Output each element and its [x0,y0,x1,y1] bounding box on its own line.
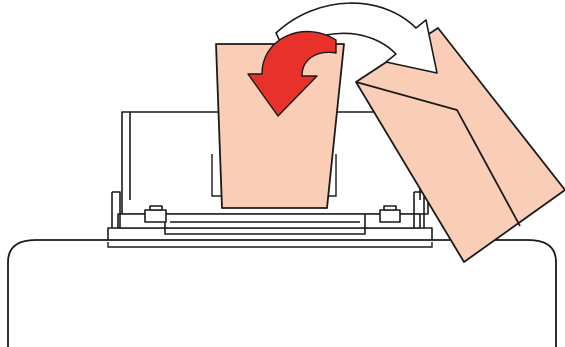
envelope-held-body [355,27,565,263]
edge-guides[interactable] [144,205,401,223]
feeder-slot [107,191,433,243]
edge-guide-left-tab [149,205,163,211]
feeder-slot-side-left [111,191,121,228]
envelope-held-flap [355,81,521,227]
printer-body-lip [107,242,433,248]
feeder-slot-inner [164,214,366,235]
edge-guide-right[interactable] [379,209,401,223]
edge-guide-right-tab [383,205,397,211]
envelope-held [355,27,565,263]
flip-arrow-red [247,30,337,117]
printer-body [7,239,557,347]
edge-guide-left[interactable] [144,209,167,223]
feeder-slot-lip [117,213,421,229]
